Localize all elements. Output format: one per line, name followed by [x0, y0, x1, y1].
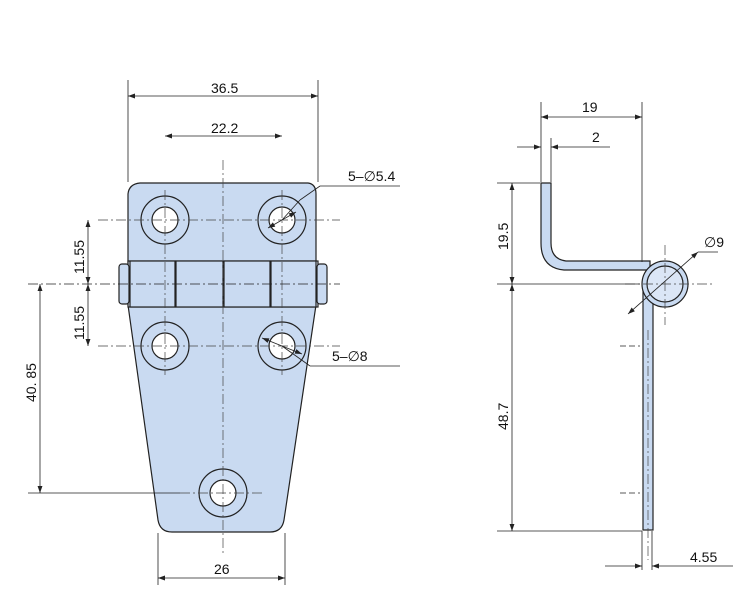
side-view: 19 2 ∅9 4.55 19.5 48.7: [495, 99, 733, 570]
dim-hole-spacing-top: 22.2: [211, 120, 238, 136]
callout-small-holes: 5–∅5.4: [348, 168, 395, 184]
dim-overall-width: 36.5: [211, 80, 238, 96]
dim-upper-leg: 19.5: [495, 223, 511, 250]
dim-lower-leg: 48.7: [495, 403, 511, 430]
dim-hole-spacing-bottom: 26: [214, 561, 230, 577]
dim-bottom-hole-offset: 40. 85: [23, 363, 39, 402]
front-view: 36.5 22.2 26 5–∅5.4 5–∅8 11.55 11.55 40.…: [23, 80, 400, 585]
dim-pin-diameter: ∅9: [704, 234, 724, 250]
dim-lower-hole-offset: 11.55: [71, 306, 87, 340]
dim-thickness: 2: [592, 129, 600, 145]
callout-large-holes: 5–∅8: [332, 348, 368, 364]
side-profile: [540, 182, 651, 271]
dim-upper-hole-offset: 11.55: [71, 240, 87, 274]
dim-offset: 4.55: [690, 549, 717, 565]
dim-total-depth: 19: [582, 99, 598, 115]
